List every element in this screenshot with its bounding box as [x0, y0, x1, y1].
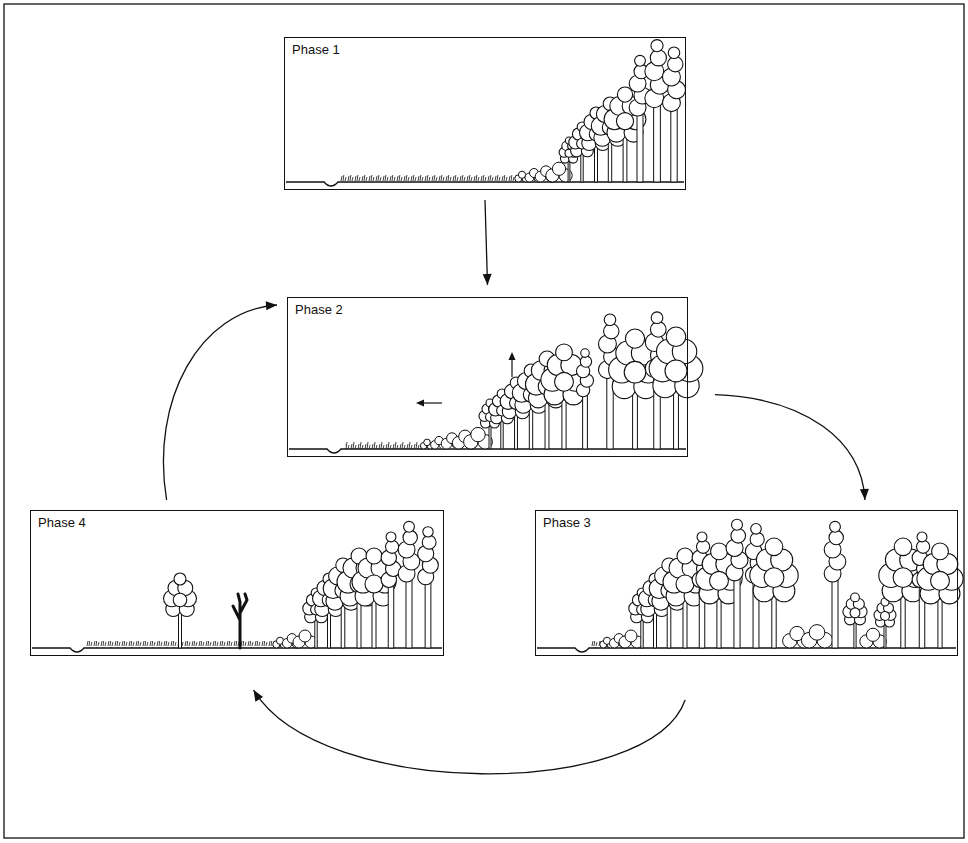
- connector-line: [163, 305, 277, 500]
- phase-label: Phase 4: [38, 515, 86, 530]
- phase-panel: Phase 2: [287, 297, 688, 457]
- cycle-arrow: [715, 395, 869, 500]
- phase-panel: Phase 4: [30, 510, 444, 656]
- connector-line: [485, 200, 488, 285]
- connector-line: [715, 395, 865, 500]
- phase-label: Phase 2: [295, 302, 343, 317]
- arrow-head: [266, 301, 277, 310]
- phase-panel: Phase 3: [535, 510, 958, 656]
- phase-label: Phase 3: [543, 515, 591, 530]
- phase-label: Phase 1: [292, 42, 340, 57]
- arrow-head: [254, 690, 264, 702]
- phase-panel: Phase 1: [284, 37, 686, 190]
- cycle-arrow: [163, 301, 277, 500]
- arrow-head: [860, 489, 869, 500]
- connector-line: [254, 690, 686, 774]
- arrow-head: [483, 274, 492, 285]
- cycle-arrow: [254, 690, 686, 774]
- cycle-arrow: [483, 200, 492, 285]
